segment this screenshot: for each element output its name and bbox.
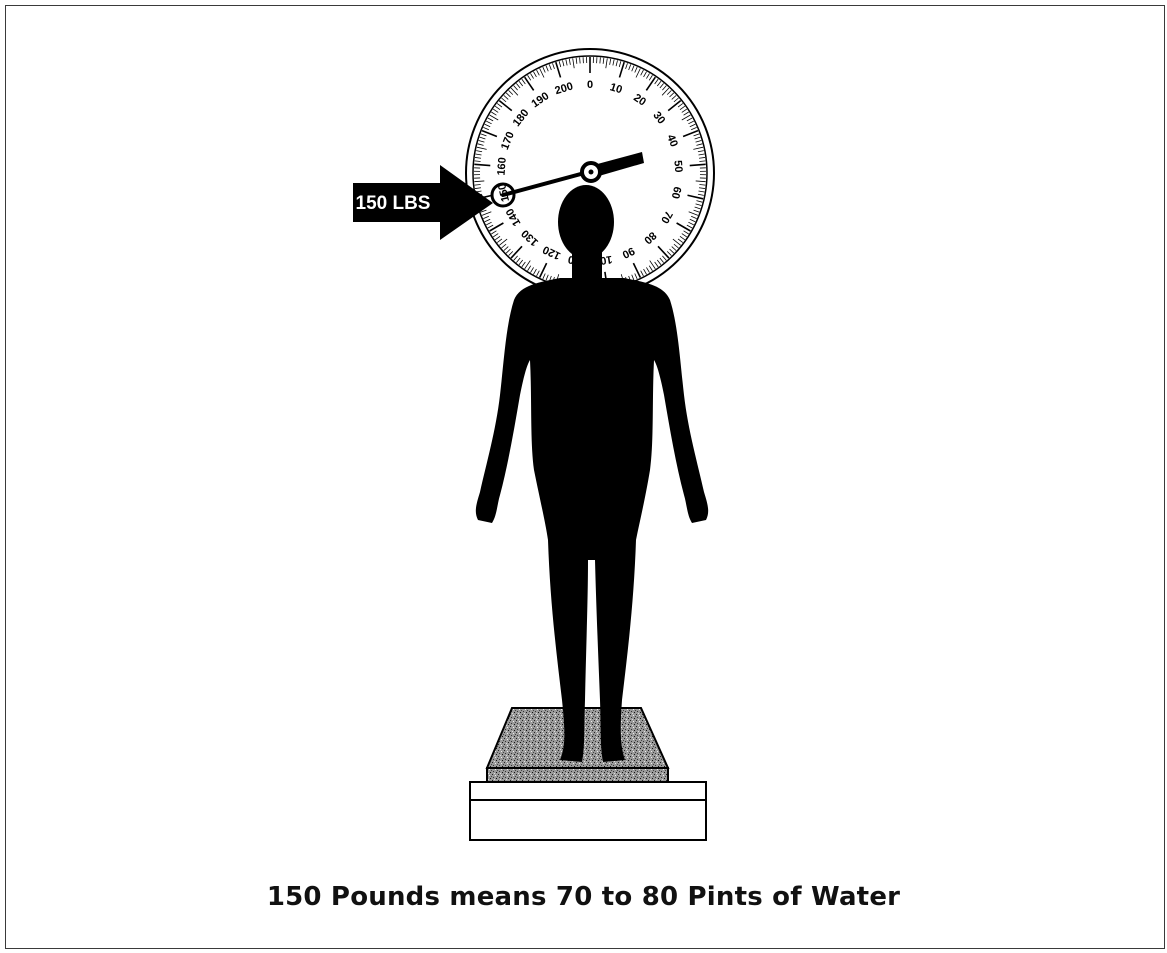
caption: 150 Pounds means 70 to 80 Pints of Water [0, 882, 1167, 912]
dial-tick [600, 57, 601, 63]
dial-label: 0 [587, 79, 593, 91]
person-silhouette-icon [476, 185, 708, 762]
dial-label: 160 [495, 157, 508, 176]
dial-tick [580, 57, 581, 63]
arrow-label: 150 LBS [356, 193, 431, 214]
dial-label: 50 [671, 160, 684, 173]
scale-platform-icon [470, 708, 706, 840]
